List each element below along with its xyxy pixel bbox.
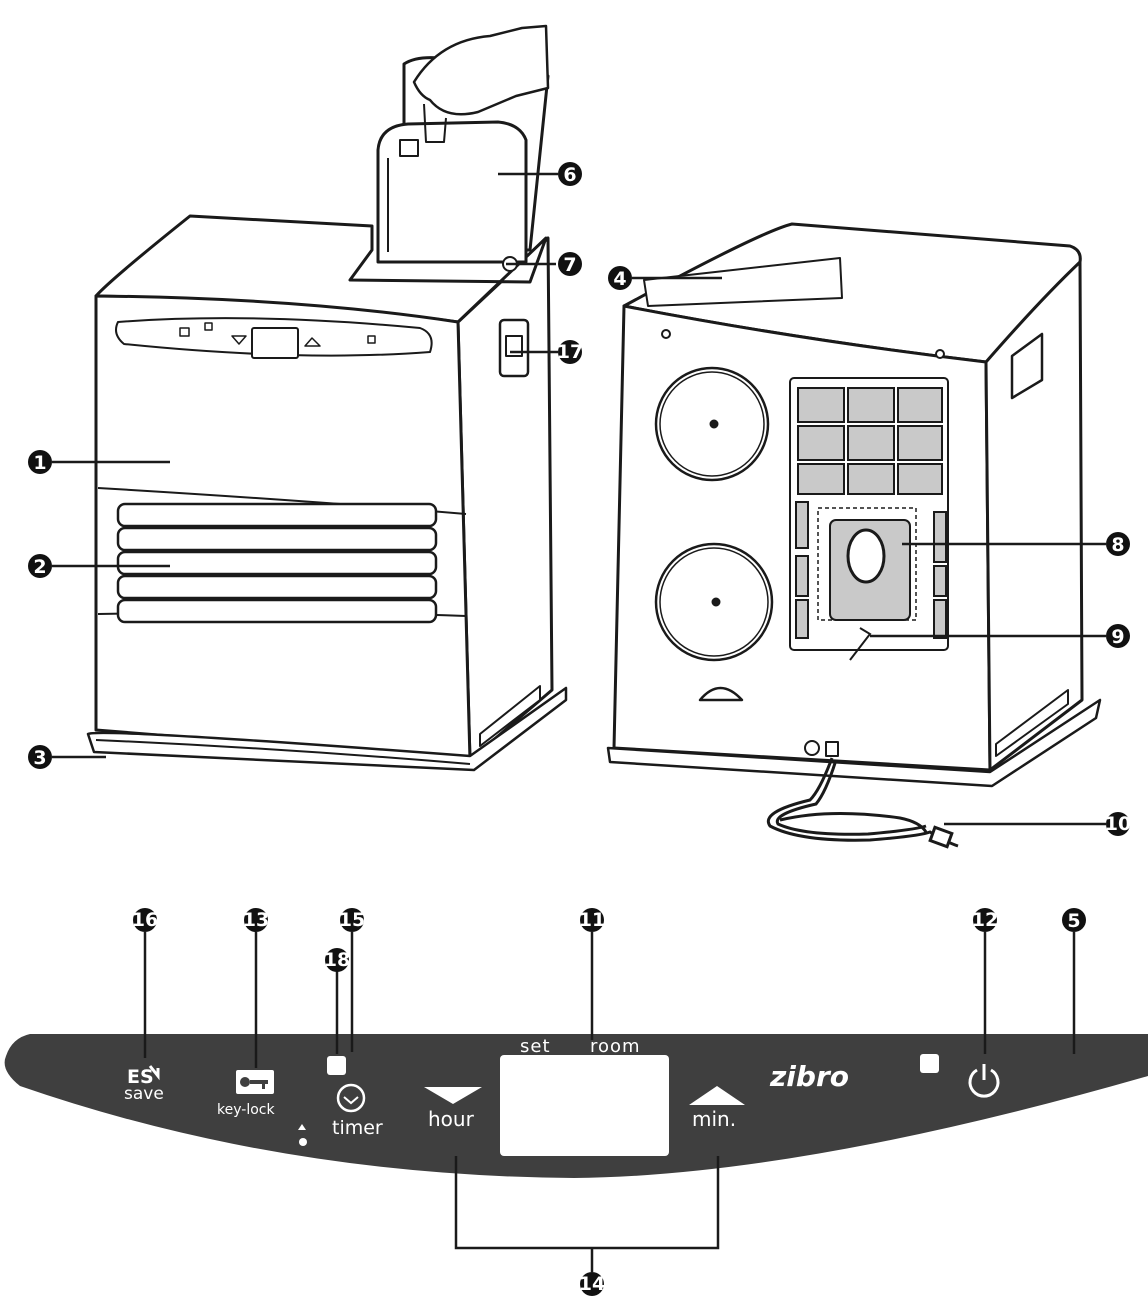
min-up-button[interactable]: min. bbox=[689, 1086, 745, 1131]
callout-14: 14 bbox=[579, 1272, 605, 1296]
callouts: 1 2 3 4 5 6 7 8 9 10 11 12 13 14 15 16 1… bbox=[28, 162, 1131, 1296]
rear-heater bbox=[606, 222, 1102, 788]
fuel-tank bbox=[376, 24, 550, 272]
lcd-display bbox=[500, 1055, 669, 1156]
hour-label: hour bbox=[428, 1107, 475, 1131]
hour-down-button[interactable]: hour bbox=[424, 1087, 482, 1131]
callout-13: 13 bbox=[243, 908, 269, 932]
save-label: save bbox=[124, 1084, 164, 1104]
svg-text:11: 11 bbox=[579, 909, 605, 931]
callout-8: 8 bbox=[1106, 532, 1130, 556]
timer-label: timer bbox=[332, 1117, 383, 1139]
callout-2: 2 bbox=[28, 554, 52, 578]
key-lock-label: key-lock bbox=[217, 1102, 275, 1118]
triangle-up-icon bbox=[689, 1086, 745, 1105]
svg-text:6: 6 bbox=[563, 164, 576, 186]
callout-3: 3 bbox=[28, 745, 52, 769]
display-set-label: set bbox=[520, 1036, 551, 1057]
leader-lines bbox=[52, 172, 1106, 1272]
callout-4: 4 bbox=[608, 266, 632, 290]
svg-text:3: 3 bbox=[33, 747, 46, 769]
svg-text:17: 17 bbox=[557, 341, 583, 363]
power-button[interactable] bbox=[968, 1064, 1000, 1098]
svg-text:5: 5 bbox=[1067, 910, 1080, 932]
callout-10: 10 bbox=[1105, 812, 1131, 836]
brand-logo-text: zibro bbox=[769, 1060, 849, 1093]
callout-12: 12 bbox=[972, 908, 998, 932]
key-lock-button[interactable]: key-lock bbox=[217, 1070, 275, 1118]
rear-filter-cap bbox=[817, 507, 917, 661]
callout-16: 16 bbox=[132, 908, 158, 932]
svg-text:7: 7 bbox=[563, 254, 576, 276]
power-indicator-lamp bbox=[920, 1054, 939, 1073]
callout-18: 18 bbox=[324, 948, 350, 972]
front-heater bbox=[86, 214, 568, 772]
callout-15: 15 bbox=[339, 908, 365, 932]
svg-text:12: 12 bbox=[972, 909, 998, 931]
svg-text:15: 15 bbox=[339, 909, 365, 931]
callout-6: 6 bbox=[558, 162, 582, 186]
svg-text:14: 14 bbox=[579, 1273, 605, 1295]
svg-text:10: 10 bbox=[1105, 813, 1131, 835]
callout-17: 17 bbox=[557, 340, 583, 364]
callout-7: 7 bbox=[558, 252, 582, 276]
min-label: min. bbox=[692, 1107, 736, 1131]
save-icon-glyph: ES bbox=[127, 1066, 154, 1088]
callout-11: 11 bbox=[579, 908, 605, 932]
triangle-down-icon bbox=[424, 1087, 482, 1104]
svg-text:1: 1 bbox=[33, 452, 46, 474]
power-icon bbox=[968, 1068, 1000, 1098]
clock-icon bbox=[336, 1083, 366, 1113]
brand-logo: zibro bbox=[769, 1060, 849, 1093]
timer-button[interactable]: timer bbox=[332, 1083, 383, 1139]
display-room-label: room bbox=[590, 1036, 641, 1057]
svg-text:8: 8 bbox=[1111, 534, 1124, 556]
svg-text:16: 16 bbox=[132, 909, 158, 931]
timer-indicator-lamp bbox=[327, 1056, 346, 1075]
svg-text:9: 9 bbox=[1111, 626, 1124, 648]
callout-1: 1 bbox=[28, 450, 52, 474]
svg-text:4: 4 bbox=[613, 268, 626, 290]
flame-indicator-icon bbox=[298, 1124, 307, 1146]
svg-text:13: 13 bbox=[243, 909, 269, 931]
svg-text:18: 18 bbox=[324, 949, 350, 971]
save-icon[interactable]: ES save bbox=[124, 1065, 164, 1104]
svg-text:2: 2 bbox=[33, 556, 46, 578]
power-cord bbox=[766, 757, 959, 849]
callout-5: 5 bbox=[1062, 908, 1086, 932]
callout-9: 9 bbox=[1106, 624, 1130, 648]
control-panel: ES save key-lock timer hour bbox=[4, 1034, 1148, 1178]
